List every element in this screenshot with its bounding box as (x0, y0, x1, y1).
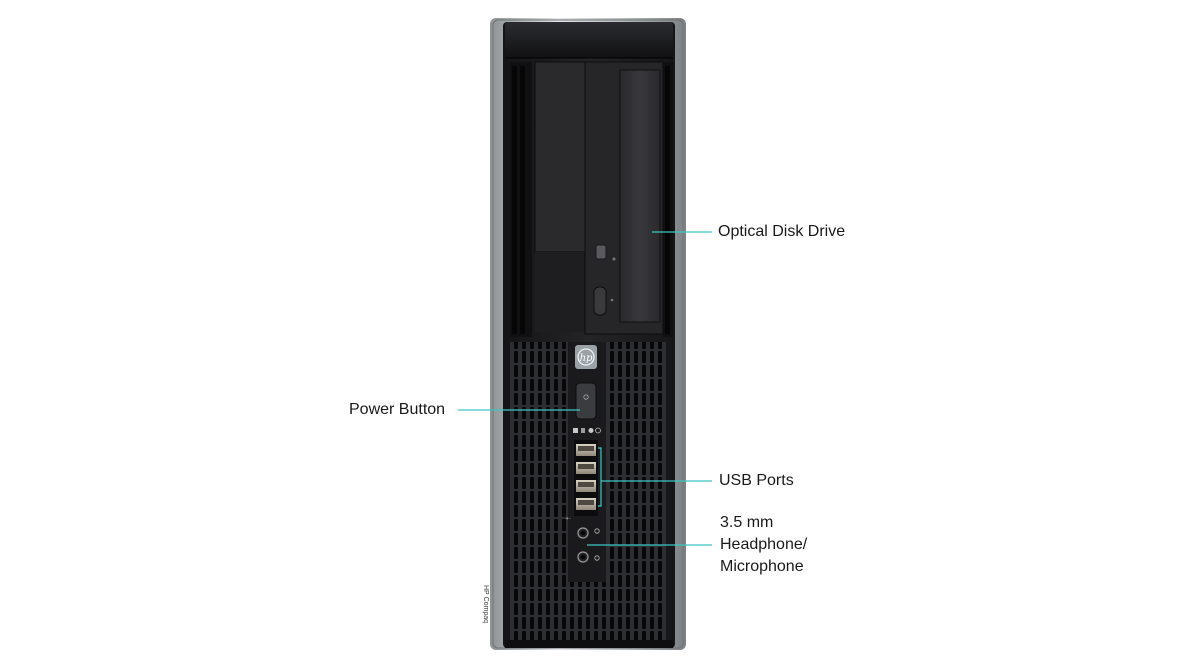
callout-optical-disk-drive: Optical Disk Drive (718, 223, 846, 240)
hp-logo-icon: hp (575, 345, 597, 369)
callout-power-button: Power Button (349, 401, 446, 418)
microphone-icon (594, 528, 600, 534)
upper-left-vents (510, 62, 532, 337)
callout-usb-ports: USB Ports (719, 472, 794, 489)
callout-audio-line-1: 3.5 mm (720, 514, 774, 531)
callout-audio-line-3: Microphone (720, 558, 804, 575)
leader-usb-bracket (598, 447, 602, 507)
callout-audio-jacks: 3.5 mm Headphone/ Microphone (720, 512, 807, 578)
usb-icon: ⇠ (566, 515, 571, 522)
blank-drive-bay (534, 61, 586, 332)
upper-right-vents (663, 62, 673, 337)
power-icon (583, 394, 589, 400)
status-indicators (573, 427, 601, 434)
svg-text:hp: hp (580, 353, 593, 364)
audio-jacks[interactable] (577, 527, 600, 563)
power-button[interactable] (575, 382, 597, 420)
eject-button[interactable] (593, 286, 607, 316)
headphone-icon (594, 555, 600, 561)
optical-disk-drive[interactable] (584, 61, 664, 335)
callout-audio-line-2: Headphone/ (720, 536, 808, 553)
brand-mark-text: HP Compaq (482, 585, 489, 624)
usb-ports[interactable]: ⇠ (566, 440, 598, 522)
leader-lines (458, 231, 712, 546)
